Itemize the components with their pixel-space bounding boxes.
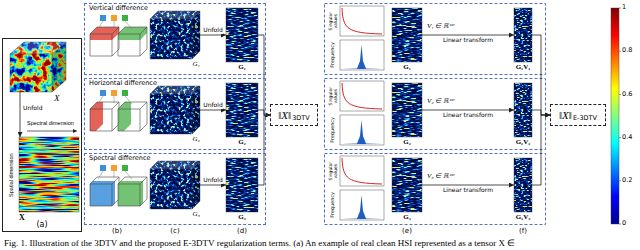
edge-label: Linear transform [443,112,493,119]
image-node: G₃V₃ [514,158,532,212]
axis-label: Frequency [330,190,336,220]
label: V₂ ∈ ℝᶻˣʳ [427,97,454,105]
connector [258,35,270,115]
norm-box: ‖X‖3DTV [270,104,318,126]
image-node: G₁ [150,11,200,59]
node-label: (a) [3,220,81,229]
node-label: G₁ [392,63,422,71]
node-label: G₃V₃ [508,213,538,221]
connector [200,35,226,36]
image-node: G₃ [150,161,200,209]
label: (f) [519,227,527,235]
label: 0.6 [622,91,632,98]
image-node: G₂ [226,83,258,137]
connector [422,185,514,186]
edge-label: Linear transform [443,187,493,194]
node-label: Vertical difference [89,5,148,12]
node-label: Horizontal difference [89,80,157,87]
image-node: X [19,137,79,212]
axis-label: Spatial dimension [8,138,14,213]
image-node: G₁V₁ [514,8,532,62]
norm-subscript: E-3DTV [573,115,597,122]
node-label: Spectral difference [89,155,151,162]
connector [422,35,514,36]
edge-label: Unfold [203,102,222,109]
norm-symbol: ‖X‖ [559,109,572,121]
edge-label: Unfold [203,27,222,34]
connector [20,92,21,137]
caption: Fig. 1. Illustration of the 3DTV and the… [4,238,515,248]
label: V₁ ∈ ℝᶻˣʳ [427,22,454,30]
label: (b) [112,227,122,235]
node-label: G₂ [226,138,258,146]
difference-row: Horizontal differenceG₂G₂ [84,78,266,150]
edge-label: Unfold [203,177,222,184]
connector [422,110,514,111]
label: 0 [622,220,626,227]
node-label: G₂ [392,138,422,146]
difference-row: Spectral differenceG₃G₃ [84,153,266,225]
image-node: X [10,42,66,92]
node-label: G₁ [180,60,200,68]
node-label: G₂V₂ [508,138,538,146]
image-node: G₂V₂ [514,83,532,137]
connector [532,35,550,115]
norm-symbol: ‖X‖ [278,109,291,121]
label: Spectral dimension [27,120,74,126]
difference-row: Vertical differenceG₁G₁ [84,3,266,75]
image-node: G₁ [226,8,258,62]
label: V₃ ∈ ℝᶻˣʳ [427,172,454,180]
edge-label: Unfold [23,105,42,112]
axis-label: Singular values [328,6,338,36]
label: (e) [402,227,412,235]
label: 0.2 [622,177,632,184]
image-node: G₃ [392,158,422,212]
norm-box: ‖X‖E-3DTV [550,104,606,126]
node-label: G₃ [180,210,200,218]
label: (d) [237,227,247,235]
node-label: G₁ [226,63,258,71]
node-label: G₂ [180,135,200,143]
panel: (a)XX [2,38,82,232]
image-node: G₃ [226,158,258,212]
image-node: G₁ [392,8,422,62]
label: (c) [170,227,179,235]
connector [200,110,226,111]
axis-label: Frequency [330,115,336,145]
label: 0.8 [622,47,632,54]
connector [258,110,270,115]
node-label: X [19,213,25,222]
image-node: G₂ [392,83,422,137]
axis-label: Frequency [330,40,336,70]
label: 0.4 [622,134,632,141]
node-label: G₃ [392,213,422,221]
connector [532,115,550,185]
norm-subscript: 3DTV [292,115,310,122]
node-label: G₁V₁ [508,63,538,71]
connector [258,115,270,185]
edge-label: Linear transform [443,37,493,44]
axis-label: Singular values [328,81,338,111]
axis-label: Singular values [328,156,338,186]
node-label: G₃ [226,213,258,221]
connector [200,185,226,186]
node-label: X [54,93,60,103]
connector [532,110,550,115]
label: 1 [622,4,626,11]
image-node: G₂ [150,86,200,134]
